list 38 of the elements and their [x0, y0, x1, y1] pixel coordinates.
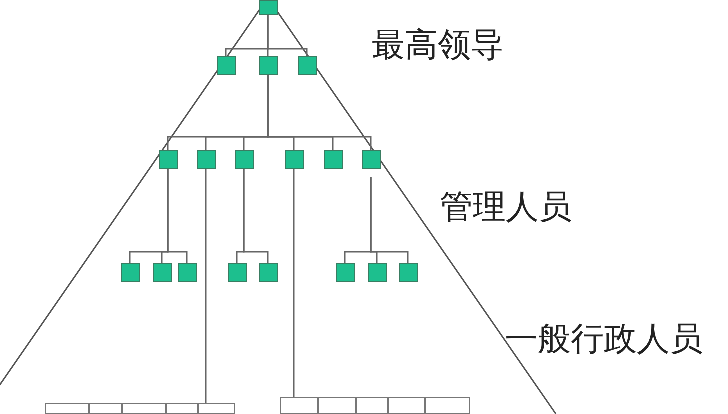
staff-box: [122, 403, 166, 414]
staff-box: [89, 403, 122, 414]
connector-line: [205, 169, 207, 403]
level-label: 最高领导: [372, 28, 504, 61]
org-box: [152, 263, 172, 282]
staff-box: [198, 403, 235, 414]
org-box: [234, 150, 254, 169]
org-box: [258, 0, 278, 15]
level-label: 管理人员: [440, 190, 572, 223]
connector-line: [370, 177, 409, 263]
connector-line: [243, 169, 269, 263]
staff-box: [388, 397, 425, 414]
org-box: [336, 263, 354, 282]
org-box: [324, 150, 342, 169]
staff-box: [166, 403, 198, 414]
org-box: [178, 263, 196, 282]
connector-line: [167, 169, 188, 263]
org-box: [284, 150, 304, 169]
org-box: [362, 150, 380, 169]
staff-box: [318, 397, 356, 414]
connector-line: [267, 75, 372, 150]
connector-line: [293, 169, 295, 397]
org-box: [368, 263, 386, 282]
connector-line: [267, 15, 308, 56]
org-box: [158, 150, 178, 169]
staff-box: [280, 397, 318, 414]
org-box: [120, 263, 140, 282]
org-box: [298, 56, 316, 75]
staff-box: [356, 397, 388, 414]
org-box: [258, 263, 278, 282]
staff-box: [45, 403, 89, 414]
level-label: 一般行政人员: [505, 322, 703, 355]
org-box: [228, 263, 246, 282]
org-box: [196, 150, 216, 169]
org-box: [258, 56, 278, 75]
staff-box: [425, 397, 470, 414]
org-box: [398, 263, 418, 282]
org-box: [216, 56, 236, 75]
